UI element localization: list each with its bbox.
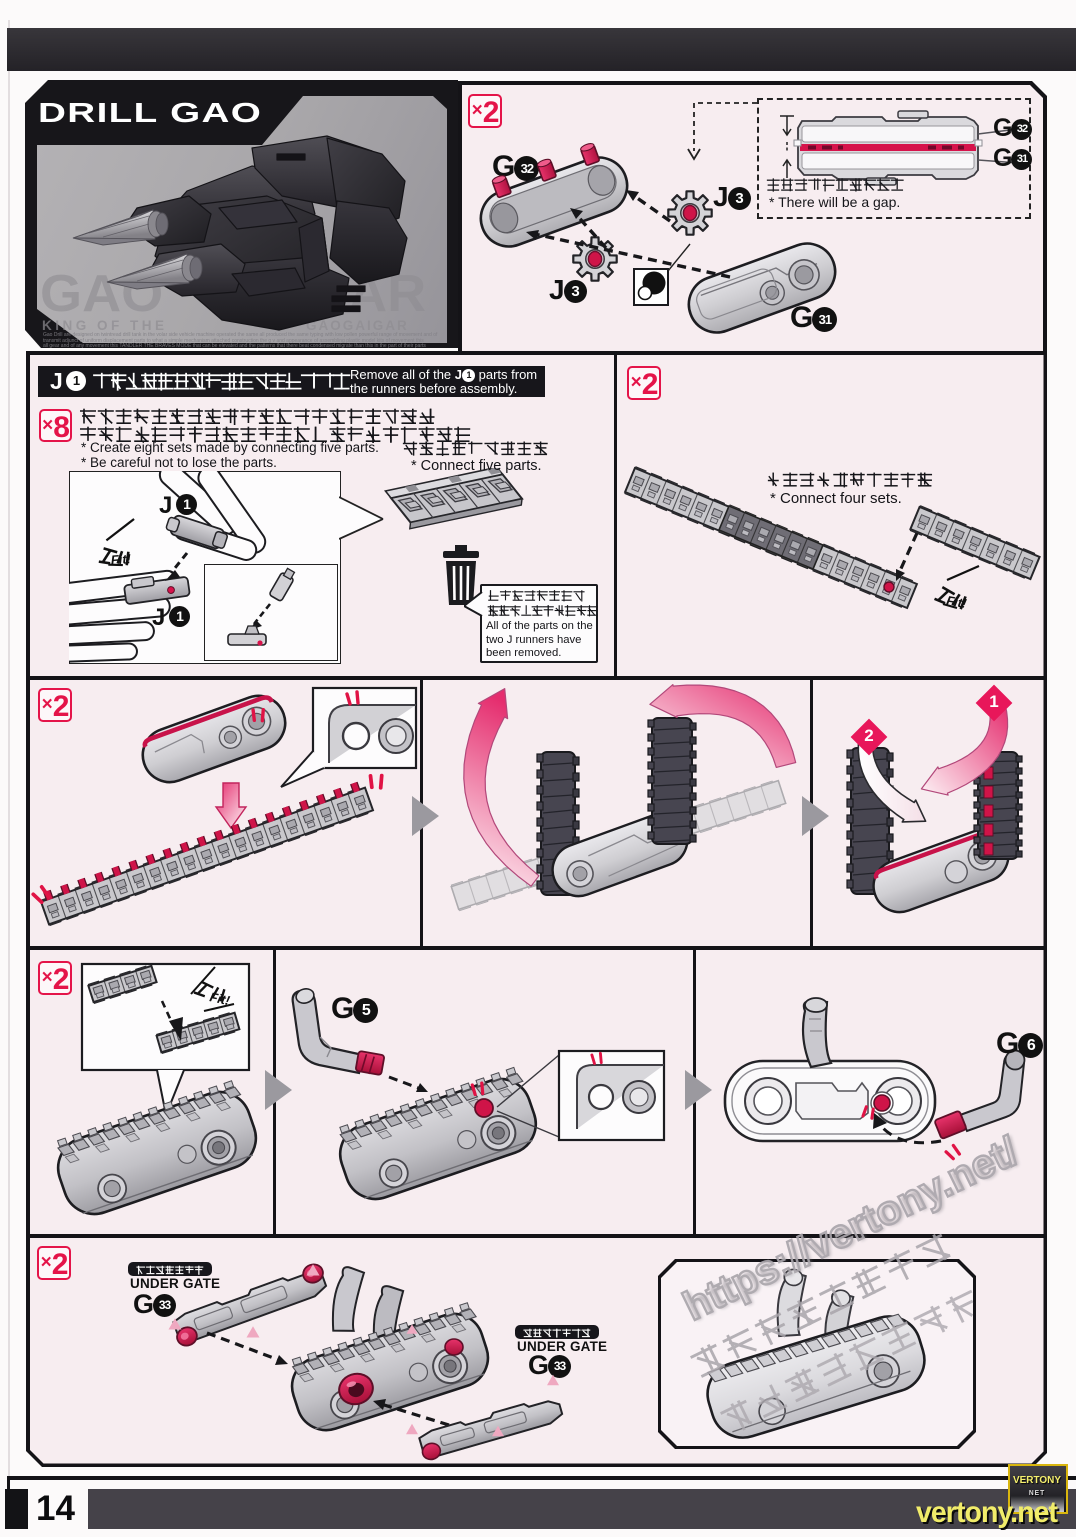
- svg-text:Fit!: Fit!: [110, 551, 132, 567]
- svg-text:Fit!: Fit!: [945, 593, 968, 611]
